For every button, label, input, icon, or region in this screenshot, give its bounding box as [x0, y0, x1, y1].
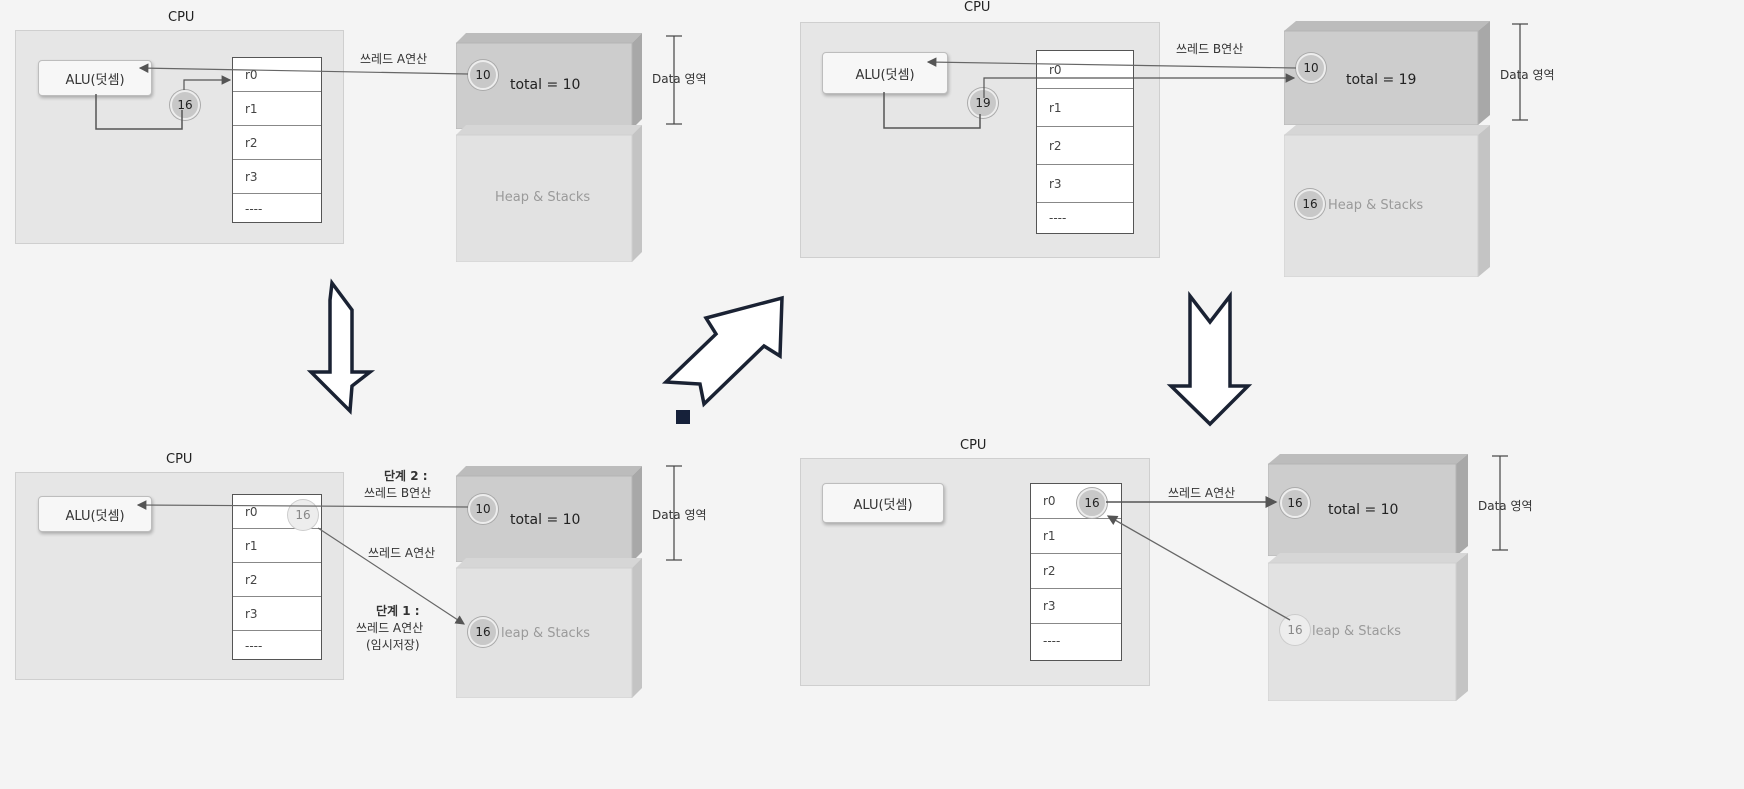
- arrow-data-to-alu: [136, 500, 469, 510]
- register-more: ----: [245, 202, 263, 216]
- heap-label: Heap & Stacks: [1328, 198, 1424, 213]
- arrow-heap-to-r0: [1106, 515, 1291, 621]
- data-area-label: Data 영역: [1478, 499, 1533, 513]
- data-area-bracket-3: [666, 465, 682, 561]
- alu-box: ALU(덧셈): [38, 496, 152, 532]
- step1-note: (임시저장): [366, 638, 420, 652]
- register-r3: r3: [233, 597, 321, 631]
- register-r0: r0: [233, 58, 321, 92]
- step1-subtitle: 쓰레드 A연산: [356, 621, 424, 635]
- thread-label: 쓰레드 A연산: [360, 52, 428, 66]
- thread-label: 쓰레드 A연산: [1168, 486, 1236, 500]
- thread-a-label: 쓰레드 A연산: [368, 546, 436, 560]
- heap-value-circle: 16: [468, 617, 498, 647]
- data-area-bracket-1: [666, 35, 682, 125]
- register-more: ----: [1049, 211, 1067, 225]
- step2-title: 단계 2 :: [384, 469, 428, 483]
- register-value-circle: 16: [288, 500, 318, 530]
- data-area-label: Data 영역: [652, 508, 707, 522]
- data-value-circle: 10: [1296, 53, 1326, 83]
- arrow-data-to-alu: [138, 63, 469, 75]
- heap-block: [456, 125, 642, 262]
- heap-label: Heap & Stacks: [495, 190, 591, 205]
- data-value-circle: 16: [1280, 488, 1310, 518]
- cpu-label: CPU: [166, 452, 193, 467]
- arrow-alu-to-r0: [183, 75, 232, 90]
- total-text: total = 10: [510, 512, 581, 528]
- cpu-label: CPU: [964, 0, 991, 15]
- register-r2: r2: [233, 563, 321, 597]
- data-value-circle: 10: [468, 494, 498, 524]
- data-area-bracket-2: [1512, 23, 1528, 121]
- data-block: [456, 33, 642, 129]
- data-area-label: Data 영역: [1500, 68, 1555, 82]
- flow-arrow-down-left-icon: [306, 278, 376, 415]
- total-text: total = 19: [1346, 72, 1417, 88]
- register-r1: r1: [1037, 89, 1133, 127]
- register-r1: r1: [1031, 519, 1121, 554]
- register-more: ----: [1043, 634, 1061, 648]
- register-value-circle: 16: [1077, 488, 1107, 518]
- cpu-label: CPU: [960, 438, 987, 453]
- heap-label: leap & Stacks: [1312, 624, 1401, 639]
- register-r3: r3: [233, 160, 321, 194]
- flow-arrow-down-right-icon: [1166, 290, 1253, 427]
- register-r2: r2: [1037, 127, 1133, 165]
- alu-output-line: [95, 94, 183, 130]
- register-r1: r1: [233, 529, 321, 563]
- heap-label: leap & Stacks: [501, 626, 590, 641]
- alu-output-line: [883, 92, 981, 129]
- step1-title: 단계 1 :: [376, 604, 420, 618]
- arrow-data-to-alu: [926, 57, 1297, 69]
- heap-value-circle: 16: [1280, 615, 1310, 645]
- flow-marker-square: [676, 410, 690, 424]
- register-file: r0 r1 r2 r3 ----: [1036, 50, 1134, 234]
- data-area-bracket-4: [1492, 455, 1508, 551]
- flow-arrow-diagonal-icon: [661, 295, 784, 408]
- alu-box: ALU(덧셈): [38, 60, 152, 96]
- register-r2: r2: [1031, 554, 1121, 589]
- register-r0: r0: [1031, 484, 1121, 519]
- arrow-alu-to-data: [983, 73, 1296, 98]
- register-r0: r0: [1037, 51, 1133, 89]
- cpu-label: CPU: [168, 10, 195, 25]
- alu-box: ALU(덧셈): [822, 483, 944, 523]
- thread-label: 쓰레드 B연산: [1176, 42, 1244, 56]
- register-r3: r3: [1037, 165, 1133, 203]
- register-r0: r0: [233, 495, 321, 529]
- register-r1: r1: [233, 92, 321, 126]
- register-more: ----: [245, 639, 263, 653]
- heap-value-circle: 16: [1295, 189, 1325, 219]
- register-file: r0 r1 r2 r3 ----: [1030, 483, 1122, 661]
- register-file: r0 r1 r2 r3 ----: [232, 57, 322, 223]
- total-text: total = 10: [1328, 502, 1399, 518]
- alu-value-circle: 16: [170, 90, 200, 120]
- register-r2: r2: [233, 126, 321, 160]
- data-area-label: Data 영역: [652, 72, 707, 86]
- total-text: total = 10: [510, 77, 581, 93]
- data-value-circle: 10: [468, 60, 498, 90]
- step2-subtitle: 쓰레드 B연산: [364, 486, 432, 500]
- arrow-r0-to-heap: [317, 527, 466, 625]
- alu-value-circle: 19: [968, 88, 998, 118]
- register-r3: r3: [1031, 589, 1121, 624]
